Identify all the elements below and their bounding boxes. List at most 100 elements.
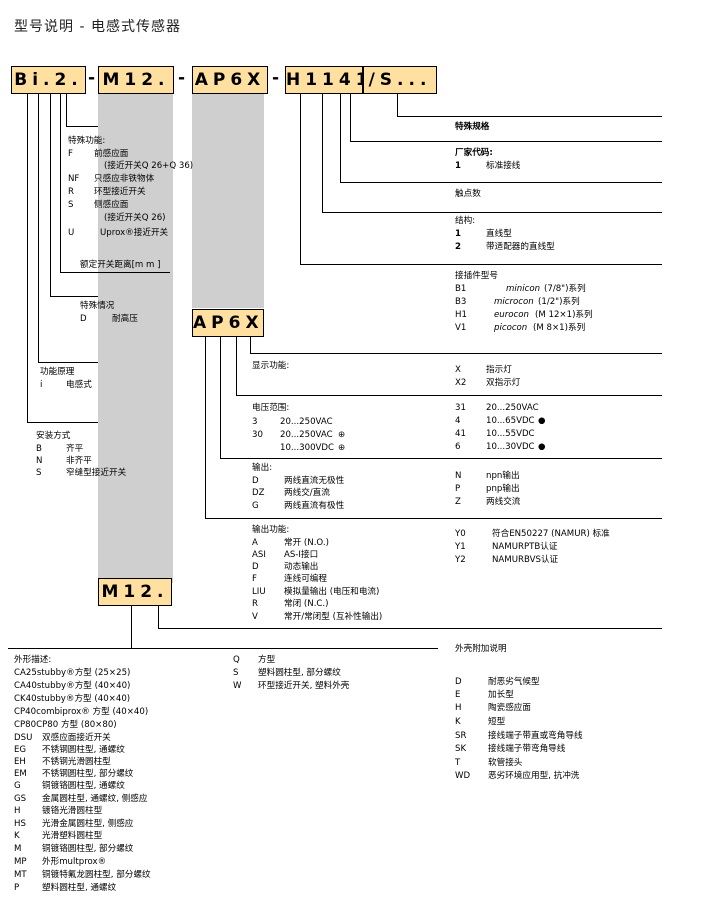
connector-spec: (7/8")系列 bbox=[544, 284, 586, 294]
mount-code: B bbox=[36, 444, 42, 454]
shape-text: 不锈钢圆柱型, 通螺纹 bbox=[42, 745, 125, 755]
output-code: DZ bbox=[252, 488, 265, 498]
special-text: 只感应非铁物体 bbox=[94, 174, 155, 184]
connector-line bbox=[8, 648, 438, 649]
shape-text: 铜镀特氟龙圆柱型, 部分螺纹 bbox=[42, 870, 151, 880]
connector-line bbox=[50, 94, 51, 296]
shape-entry: CP80CP80 方型 (80×80) bbox=[14, 720, 117, 730]
output-code: P bbox=[455, 484, 461, 494]
principle-code: i bbox=[40, 380, 43, 390]
shape-code: W bbox=[233, 681, 242, 691]
voltage-code: 30 bbox=[252, 430, 263, 440]
housing-text: 短型 bbox=[488, 717, 506, 727]
shape-entry: CA25stubby®方型 (25×25) bbox=[14, 668, 131, 678]
connector-code: B1 bbox=[455, 284, 467, 294]
connector-line bbox=[131, 606, 132, 648]
connector-line bbox=[250, 353, 662, 354]
special-code: R bbox=[68, 187, 74, 197]
connector-line bbox=[300, 264, 662, 265]
display-text: 双指示灯 bbox=[486, 378, 521, 388]
connector-line bbox=[60, 94, 61, 272]
housing-code: D bbox=[455, 677, 462, 687]
connector-name: microcon bbox=[494, 297, 534, 307]
output-code: D bbox=[252, 476, 259, 486]
outfunc-text: 常开/常闭型 (互补性输出) bbox=[284, 612, 383, 622]
shape-code: K bbox=[14, 831, 20, 841]
structure-text: 直线型 bbox=[486, 229, 512, 239]
connector-line bbox=[250, 337, 251, 353]
connector-line bbox=[158, 606, 159, 628]
shape-entry: CA40stubby®方型 (40×40) bbox=[14, 681, 131, 691]
connector-line bbox=[220, 458, 662, 459]
connector-code: V1 bbox=[455, 323, 467, 333]
housing-text: 软管接头 bbox=[488, 758, 523, 768]
special-function-title: 特殊功能: bbox=[68, 136, 106, 146]
outfunc-text: 符合EN50227 (NAMUR) 标准 bbox=[492, 529, 610, 539]
code-box-electrical: AP6X bbox=[192, 66, 268, 94]
connector-line bbox=[236, 337, 237, 395]
outfunc-code: Y1 bbox=[455, 542, 466, 552]
connector-line bbox=[350, 141, 662, 142]
connector-line bbox=[50, 296, 98, 297]
voltage-text: 10...55VDC bbox=[486, 429, 535, 439]
shape-text: 金属圆柱型, 通螺纹, 侧感应 bbox=[42, 794, 148, 804]
outfunc-text: 连线可编程 bbox=[284, 574, 327, 584]
voltage-text: 10...65VDC bbox=[486, 416, 535, 426]
connector-line bbox=[205, 518, 662, 519]
outfunc-text: NAMURPTB认证 bbox=[492, 542, 558, 552]
shape-text: 方型 bbox=[258, 655, 276, 665]
output-text: pnp输出 bbox=[486, 484, 520, 494]
output-text: 两线直流无极性 bbox=[284, 476, 345, 486]
connector-spec: (1/2")系列 bbox=[538, 297, 580, 307]
outfunc-code: LIU bbox=[252, 587, 266, 597]
shape-text: 环型接近开关, 塑料外壳 bbox=[258, 681, 350, 691]
shape-text: 塑料圆柱型, 部分螺纹 bbox=[258, 668, 341, 678]
special-text: (接近开关Q 26+Q 36) bbox=[104, 161, 194, 171]
voltage-code: 31 bbox=[455, 403, 466, 413]
voltage-text: 20...250VAC bbox=[280, 417, 333, 427]
voltage-title: 电压范围: bbox=[252, 403, 290, 413]
shape-title: 外形描述: bbox=[14, 655, 52, 665]
housing-text: 耐恶劣气候型 bbox=[488, 677, 540, 687]
special-condition-title: 特殊情况 bbox=[80, 301, 115, 311]
housing-text: 接线端子带直或弯角导线 bbox=[488, 731, 583, 741]
shape-code: DSU bbox=[14, 733, 33, 743]
display-code: X2 bbox=[455, 378, 467, 388]
output-text: npn输出 bbox=[486, 471, 520, 481]
housing-text: 恶劣环境应用型, 抗冲洗 bbox=[488, 771, 580, 781]
voltage-mark: ● bbox=[538, 442, 546, 452]
output-function-title: 输出功能: bbox=[252, 525, 290, 535]
housing-text: 接线端子带弯角导线 bbox=[488, 744, 566, 754]
voltage-code: 4 bbox=[455, 416, 461, 426]
mount-code: N bbox=[36, 456, 43, 466]
shape-text: 镀铬光滑圆柱型 bbox=[42, 806, 103, 816]
voltage-text: 20...250VAC bbox=[486, 403, 539, 413]
rated-distance: 额定开关距离[m m ] bbox=[80, 260, 161, 270]
display-code: X bbox=[455, 365, 461, 375]
separator-dash: - bbox=[178, 68, 186, 88]
outfunc-code: Y0 bbox=[455, 529, 466, 539]
outfunc-text: 动态输出 bbox=[284, 562, 319, 572]
connector-line bbox=[205, 337, 206, 518]
outfunc-code: D bbox=[252, 562, 259, 572]
special-code: S bbox=[68, 200, 74, 210]
housing-text: 加长型 bbox=[488, 690, 514, 700]
shape-code: G bbox=[14, 781, 21, 791]
voltage-text: 10...30VDC bbox=[486, 442, 535, 452]
connector-line bbox=[158, 628, 662, 629]
voltage-code: 6 bbox=[455, 442, 461, 452]
structure-code: 2 bbox=[455, 242, 461, 252]
connector-name: eurocon bbox=[494, 310, 529, 320]
connector-code: H1 bbox=[455, 310, 467, 320]
housing-code: K bbox=[455, 717, 461, 727]
housing-code: WD bbox=[455, 771, 471, 781]
special-text: 环型接近开关 bbox=[94, 187, 146, 197]
mount-text: 齐平 bbox=[66, 444, 84, 454]
code-box-m12-detail: M12. bbox=[98, 578, 172, 606]
outfunc-code: ASI bbox=[252, 550, 266, 560]
shape-code: P bbox=[14, 883, 20, 893]
shape-text: 光滑金属圆柱型, 侧感应 bbox=[42, 819, 134, 829]
connector-line bbox=[322, 212, 662, 213]
special-spec: 特殊规格 bbox=[455, 122, 490, 132]
connector-line bbox=[236, 395, 662, 396]
